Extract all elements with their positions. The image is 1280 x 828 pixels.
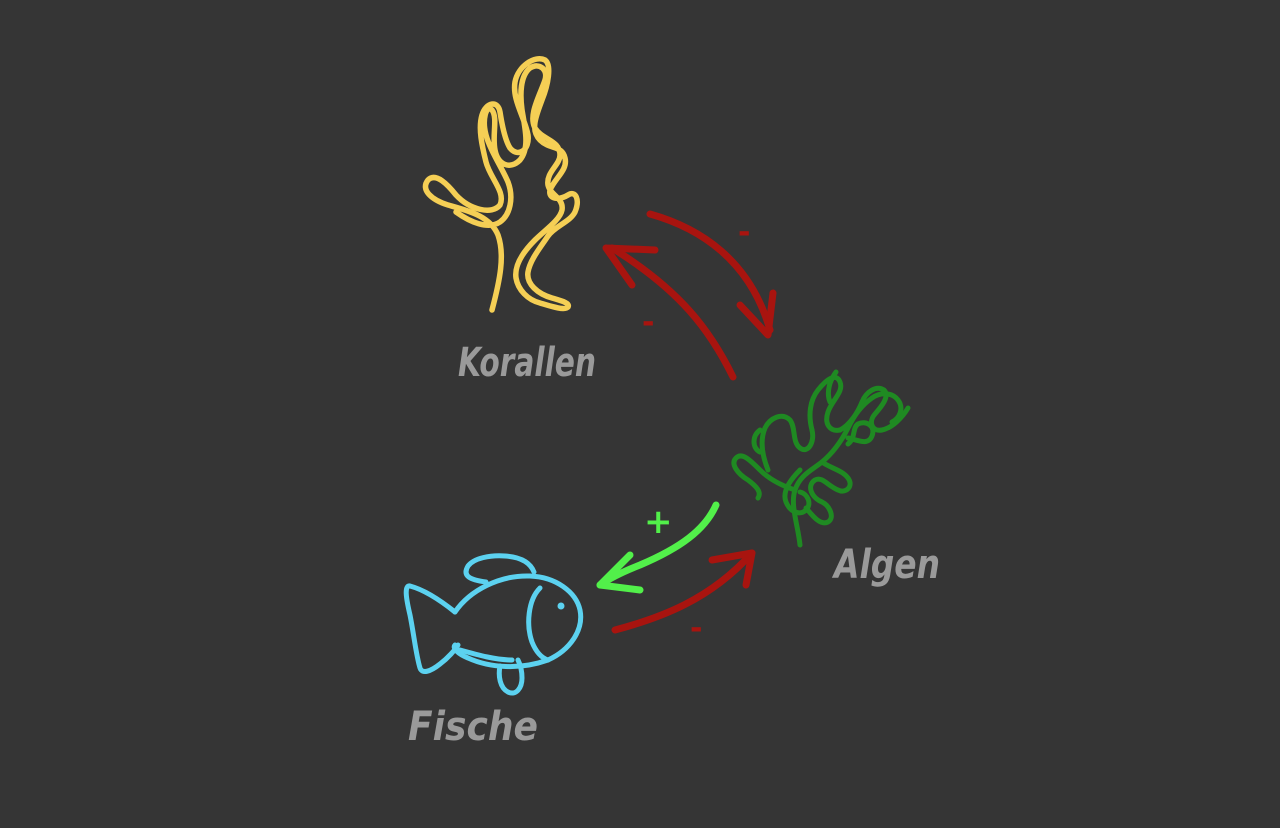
algen-label: Algen xyxy=(832,542,940,588)
edge-sign-fische-algen: - xyxy=(690,611,702,646)
arrow-algen-to-fische xyxy=(596,501,720,594)
korallen-label: Korallen xyxy=(458,340,596,386)
coral-icon xyxy=(422,56,580,313)
fish-eye xyxy=(557,602,565,610)
edge-sign-korallen-algen: - xyxy=(738,215,750,250)
arrow-korallen-to-algen xyxy=(646,210,777,339)
arrow-algen-to-korallen xyxy=(602,244,737,381)
fische-label: Fische xyxy=(408,704,538,750)
seaweed-icon xyxy=(731,369,911,548)
fish-icon xyxy=(403,553,584,696)
edge-sign-algen-fische: + xyxy=(644,502,673,542)
edge-sign-algen-korallen: - xyxy=(642,305,654,340)
arrow-fische-to-algen xyxy=(611,549,756,634)
